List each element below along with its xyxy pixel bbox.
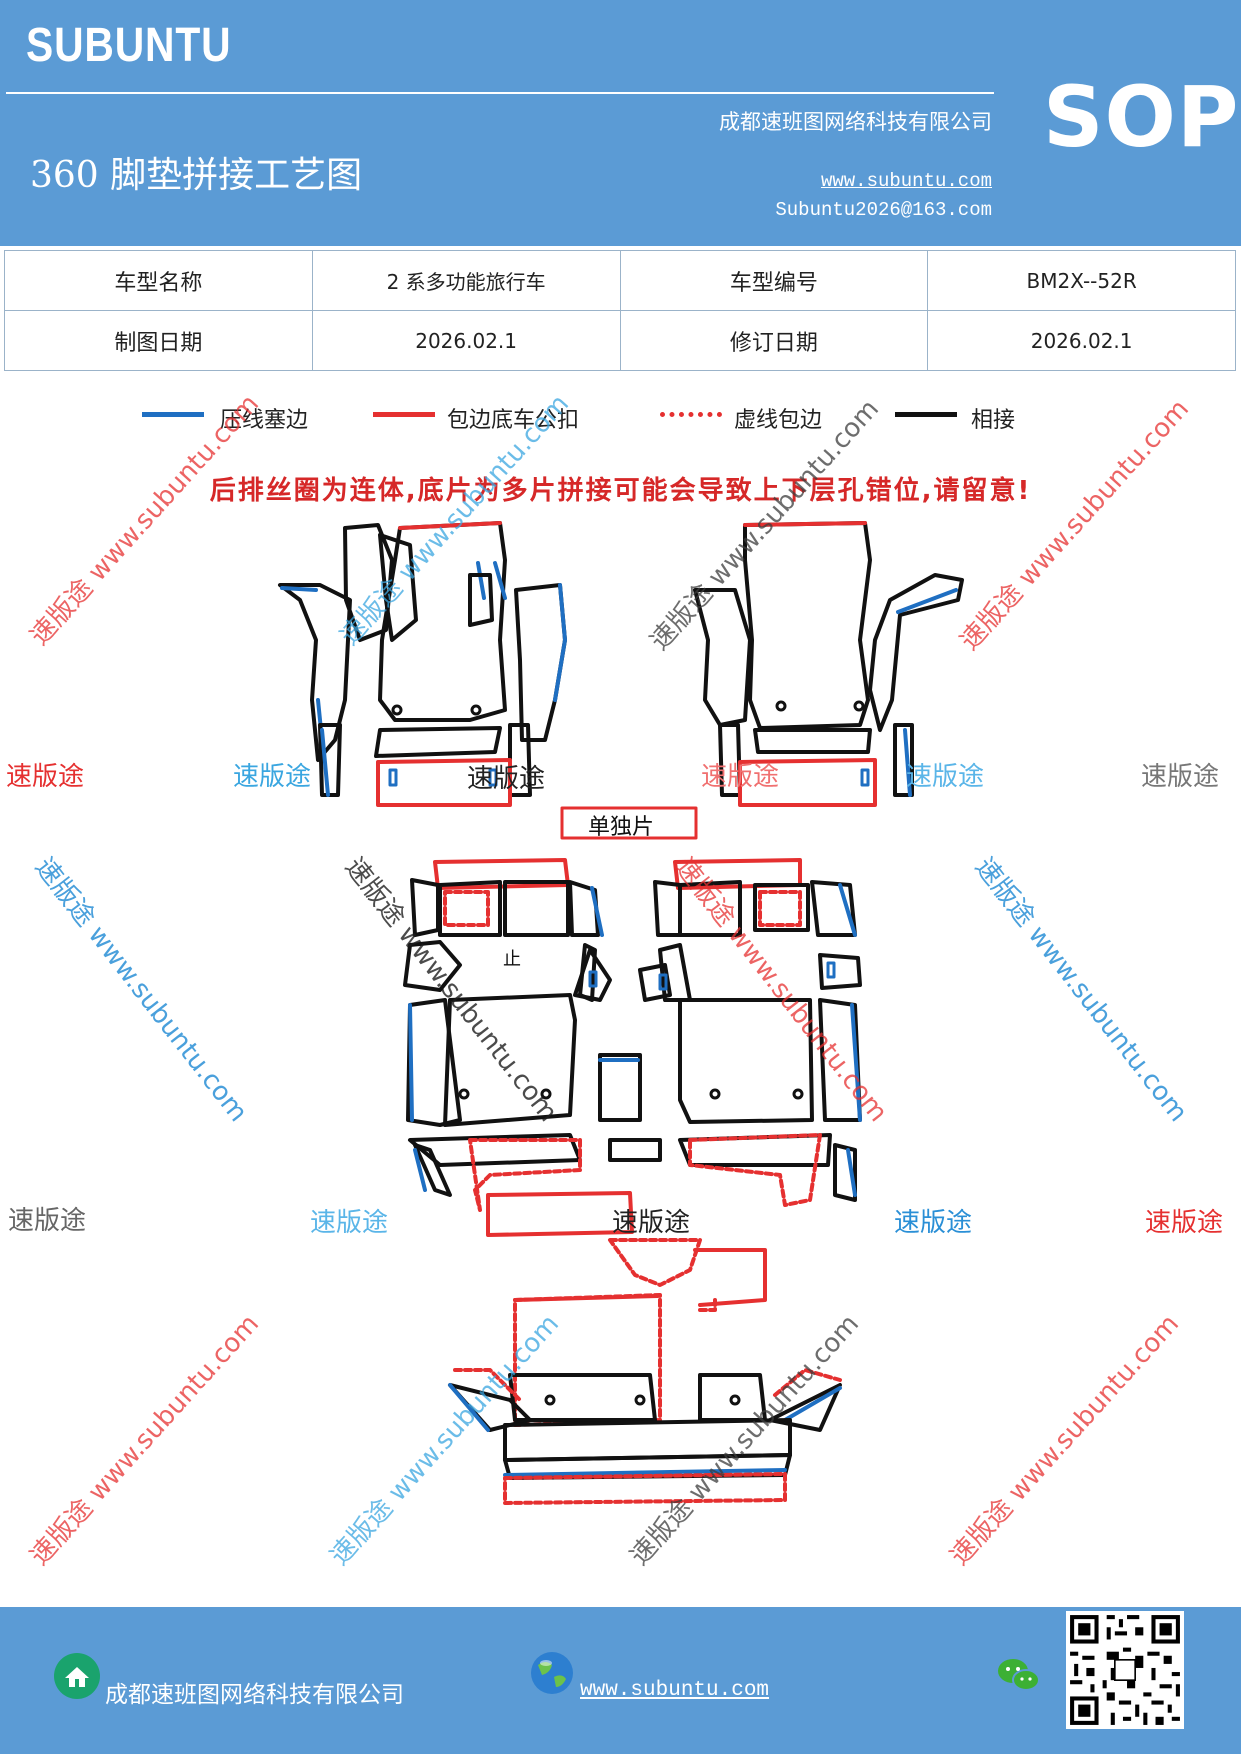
watermark-label: 速版途: [906, 762, 985, 792]
home-icon: [54, 1653, 100, 1699]
info-table: 车型名称 2 系多功能旅行车 车型编号 BM2X--52R 制图日期 2026.…: [4, 250, 1236, 371]
stop-mark: 止: [503, 949, 521, 970]
footer-banner: 成都速班图网络科技有限公司 www.subuntu.com: [0, 1607, 1241, 1754]
globe-icon: [531, 1652, 573, 1694]
table-row: 制图日期 2026.02.1 修订日期 2026.02.1: [4, 310, 1236, 371]
watermark-label: 速版途: [612, 1208, 691, 1238]
warning-text: 后排丝圈为连体,底片为多片拼接可能会导致上下层孔错位,请留意!: [209, 476, 1032, 506]
table-cell: BM2X--52R: [927, 250, 1236, 311]
legend-label: 相接: [971, 408, 1016, 433]
middle-mat-set: [403, 858, 862, 1237]
table-cell: 车型编号: [619, 250, 929, 311]
legend-swatch-blue: [142, 412, 204, 417]
legend-swatch-red: [373, 412, 435, 417]
sop-badge: SOP: [1043, 68, 1240, 166]
footer-website-link[interactable]: www.subuntu.com: [580, 1679, 770, 1702]
page-title: 360 脚垫拼接工艺图: [30, 155, 363, 196]
legend-swatch-black: [895, 412, 957, 417]
watermark-label: 速版途: [1145, 1208, 1224, 1238]
company-name: 成都速班图网络科技有限公司: [719, 110, 992, 134]
table-cell: 2 系多功能旅行车: [311, 250, 621, 311]
header-banner: SUBUNTU 360 脚垫拼接工艺图 成都速班图网络科技有限公司 www.su…: [0, 0, 1241, 246]
legend-label: 包边底车公扣: [447, 408, 580, 433]
watermark-label: 速版途: [1141, 762, 1220, 792]
email-address: Subuntu2026@163.com: [775, 199, 992, 221]
single-piece-label: 单独片: [588, 815, 655, 840]
website-link[interactable]: www.subuntu.com: [820, 170, 992, 192]
table-cell: 2026.02.1: [311, 310, 621, 371]
footer-company: 成都速班图网络科技有限公司: [105, 1682, 404, 1708]
watermark-label: 速版途: [6, 762, 85, 792]
watermark-label: 速版途: [701, 762, 780, 792]
wechat-icon: [998, 1659, 1040, 1691]
watermark-label: 速版途: [467, 764, 546, 794]
legend-label: 虚线包边: [734, 408, 823, 433]
header-divider: [6, 92, 994, 94]
legend-label: 压线塞边: [220, 408, 309, 433]
watermark-label: 速版途: [894, 1208, 973, 1238]
brand-logo: SUBUNTU: [26, 19, 232, 72]
rear-mat-set: [448, 1238, 842, 1505]
qr-code: [1066, 1611, 1184, 1729]
table-row: 车型名称 2 系多功能旅行车 车型编号 BM2X--52R: [4, 250, 1236, 311]
table-cell: 修订日期: [619, 310, 929, 371]
watermark-label: 速版途: [8, 1206, 87, 1236]
table-cell: 制图日期: [4, 310, 313, 371]
legend-swatch-dotted: [660, 412, 722, 417]
table-cell: 2026.02.1: [927, 310, 1236, 371]
watermark-label: 速版途: [233, 762, 312, 792]
front-left-mat-set: [278, 521, 567, 807]
front-right-mat-set: [693, 521, 964, 807]
watermark-label: 速版途: [310, 1208, 389, 1238]
table-cell: 车型名称: [4, 250, 313, 311]
